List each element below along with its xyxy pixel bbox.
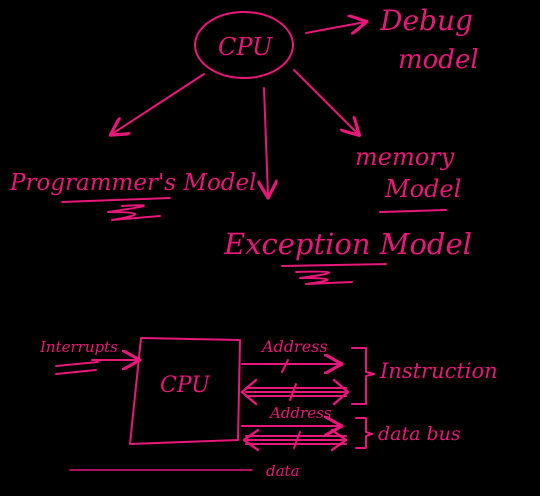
data-bus-brace [355, 417, 373, 449]
data-bus-right-head [330, 428, 348, 452]
interrupts-label: Interrupts [39, 338, 118, 356]
exception-model-underline [281, 263, 387, 285]
arrow-to-debug [305, 22, 365, 33]
programmers-model-label: Programmer's Model [9, 170, 257, 196]
data-bus-label: data bus [378, 423, 461, 445]
cpu-ellipse [194, 11, 294, 79]
memory-model-underline [379, 209, 447, 213]
cpu-box [129, 337, 241, 445]
instruction-bus-right-head [332, 378, 350, 406]
interrupts-scribble [55, 361, 99, 375]
instruction-bus-left-head [240, 378, 258, 406]
exception-model-label: Exception Model [223, 227, 472, 261]
instruction-brace [351, 347, 375, 405]
data-bus-slash [293, 431, 301, 449]
arrow-to-memory-model [293, 69, 358, 134]
cpu-center-label: CPU [218, 33, 273, 61]
address-top-label: Address [260, 337, 328, 356]
instruction-bus-slash [289, 383, 297, 401]
debug-model-label: model [398, 45, 479, 75]
programmers-model-underline [61, 197, 171, 221]
memory-model-label: Model [384, 175, 461, 203]
memory-label: memory [355, 143, 455, 171]
instruction-bus-lines [245, 387, 347, 397]
debug-label: Debug [379, 4, 473, 37]
address-bottom-label: Address [268, 404, 332, 422]
data-label: data [266, 462, 300, 480]
data-bus-left-head [242, 428, 260, 452]
arrow-to-programmers-model [112, 73, 205, 134]
arrow-to-exception-model [264, 87, 268, 196]
cpu-box-label: CPU [160, 373, 211, 398]
instruction-label: Instruction [379, 359, 498, 383]
address-top-slash [281, 359, 289, 373]
